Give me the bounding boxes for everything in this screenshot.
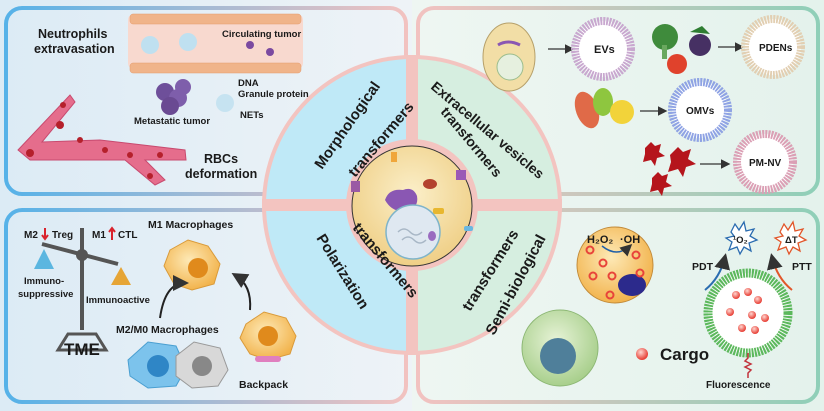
nets-icon — [216, 94, 234, 112]
donor-cell — [482, 22, 536, 92]
arrow-backpack-to-m1 — [231, 272, 252, 311]
pdens-vesicle: PDENs — [741, 15, 805, 79]
plant-food-icon — [652, 24, 711, 74]
nucleus — [385, 204, 441, 260]
transporter-icon — [456, 170, 466, 180]
central-cell — [351, 145, 473, 267]
singlet-oxygen-label: ¹O₂ — [733, 235, 748, 246]
svg-text:extravasation: extravasation — [34, 42, 115, 56]
balance-scale — [34, 228, 131, 352]
rbcs-deformation-label: RBCs deformation — [185, 152, 257, 181]
heat-burst-icon — [773, 220, 808, 256]
ptt-arrow — [767, 253, 793, 291]
pdens-label: PDENs — [759, 43, 793, 54]
cargo-icon — [636, 348, 648, 360]
up-arrow-icon — [108, 226, 116, 240]
evs-label: EVs — [594, 44, 615, 56]
delta-t-label: ΔT — [785, 235, 798, 246]
metastatic-tumor-label: Metastatic tumor — [134, 116, 210, 127]
reaction-arrow — [601, 243, 633, 257]
down-arrow-icon — [41, 228, 49, 241]
svg-text:suppressive: suppressive — [18, 289, 73, 300]
fluorescence-label: Fluorescence — [706, 380, 771, 391]
svg-text:RBCs: RBCs — [204, 152, 238, 166]
immunosuppressive-label: Immuno- suppressive — [18, 276, 73, 300]
neutrophil-icon — [141, 36, 159, 54]
nanozyme-particle — [576, 226, 654, 304]
liposome — [703, 268, 793, 378]
granule-protein-label: Granule protein — [238, 89, 309, 100]
h2o2-label: H₂O₂ — [587, 234, 613, 246]
ptt-label: PTT — [792, 261, 812, 273]
blood-vessel — [128, 13, 303, 74]
immunosuppressive-pan — [34, 249, 54, 269]
evs-vesicle: EVs — [571, 17, 635, 81]
metastatic-tumor — [156, 79, 191, 115]
m2-m0-macrophages-label: M2/M0 Macrophages — [116, 324, 219, 336]
fluorescence-signal-icon — [743, 353, 753, 378]
backpack-icon — [255, 356, 281, 362]
bacteria-icon — [574, 88, 634, 129]
arrow-m2-to-m1 — [159, 275, 189, 319]
nets-label: NETs — [240, 110, 264, 121]
pdt-arrow — [704, 253, 730, 291]
circulating-tumor-cell — [246, 41, 254, 49]
immunoactive-label: Immunoactive — [86, 295, 150, 306]
backpack-label: Backpack — [239, 379, 288, 391]
rbc-vessel — [17, 94, 187, 186]
dna-label: DNA — [238, 78, 259, 89]
organelle-icon — [433, 208, 444, 214]
platelets-icon — [643, 142, 696, 196]
m2-label: M2 — [24, 230, 38, 241]
oh-label: ·OH — [620, 234, 640, 246]
cell-carrier — [521, 309, 599, 387]
scale-base — [55, 332, 109, 352]
svg-text:deformation: deformation — [185, 167, 257, 181]
backpack-macrophage — [239, 311, 297, 362]
m1-macrophages-label: M1 Macrophages — [148, 219, 233, 231]
pdt-label: PDT — [692, 261, 714, 273]
receptor-icon — [391, 152, 397, 162]
m1-label: M1 — [92, 230, 106, 241]
pm-nv-vesicle: PM-NV — [733, 130, 797, 194]
pm-nv-label: PM-NV — [749, 158, 782, 169]
svg-text:Neutrophils: Neutrophils — [38, 27, 107, 41]
omvs-label: OMVs — [686, 106, 715, 117]
ctl-label: CTL — [118, 230, 137, 241]
svg-text:Immuno-: Immuno- — [24, 276, 64, 287]
pore-icon — [464, 226, 473, 231]
m2-macrophage — [127, 341, 187, 389]
mitochondrion-icon — [423, 179, 437, 189]
m0-macrophage — [175, 341, 229, 389]
neutrophils-extravasation-label: Neutrophils extravasation — [34, 27, 115, 56]
channel-icon — [351, 181, 360, 192]
singlet-oxygen-burst-icon — [724, 220, 759, 256]
cargo-label: Cargo — [660, 345, 709, 364]
omvs-vesicle: OMVs — [668, 78, 732, 142]
immunoactive-pan — [111, 267, 131, 285]
circulating-tumor-label: Circulating tumor — [222, 29, 301, 40]
treg-label: Treg — [52, 230, 73, 241]
tme-label: TME — [64, 340, 100, 359]
